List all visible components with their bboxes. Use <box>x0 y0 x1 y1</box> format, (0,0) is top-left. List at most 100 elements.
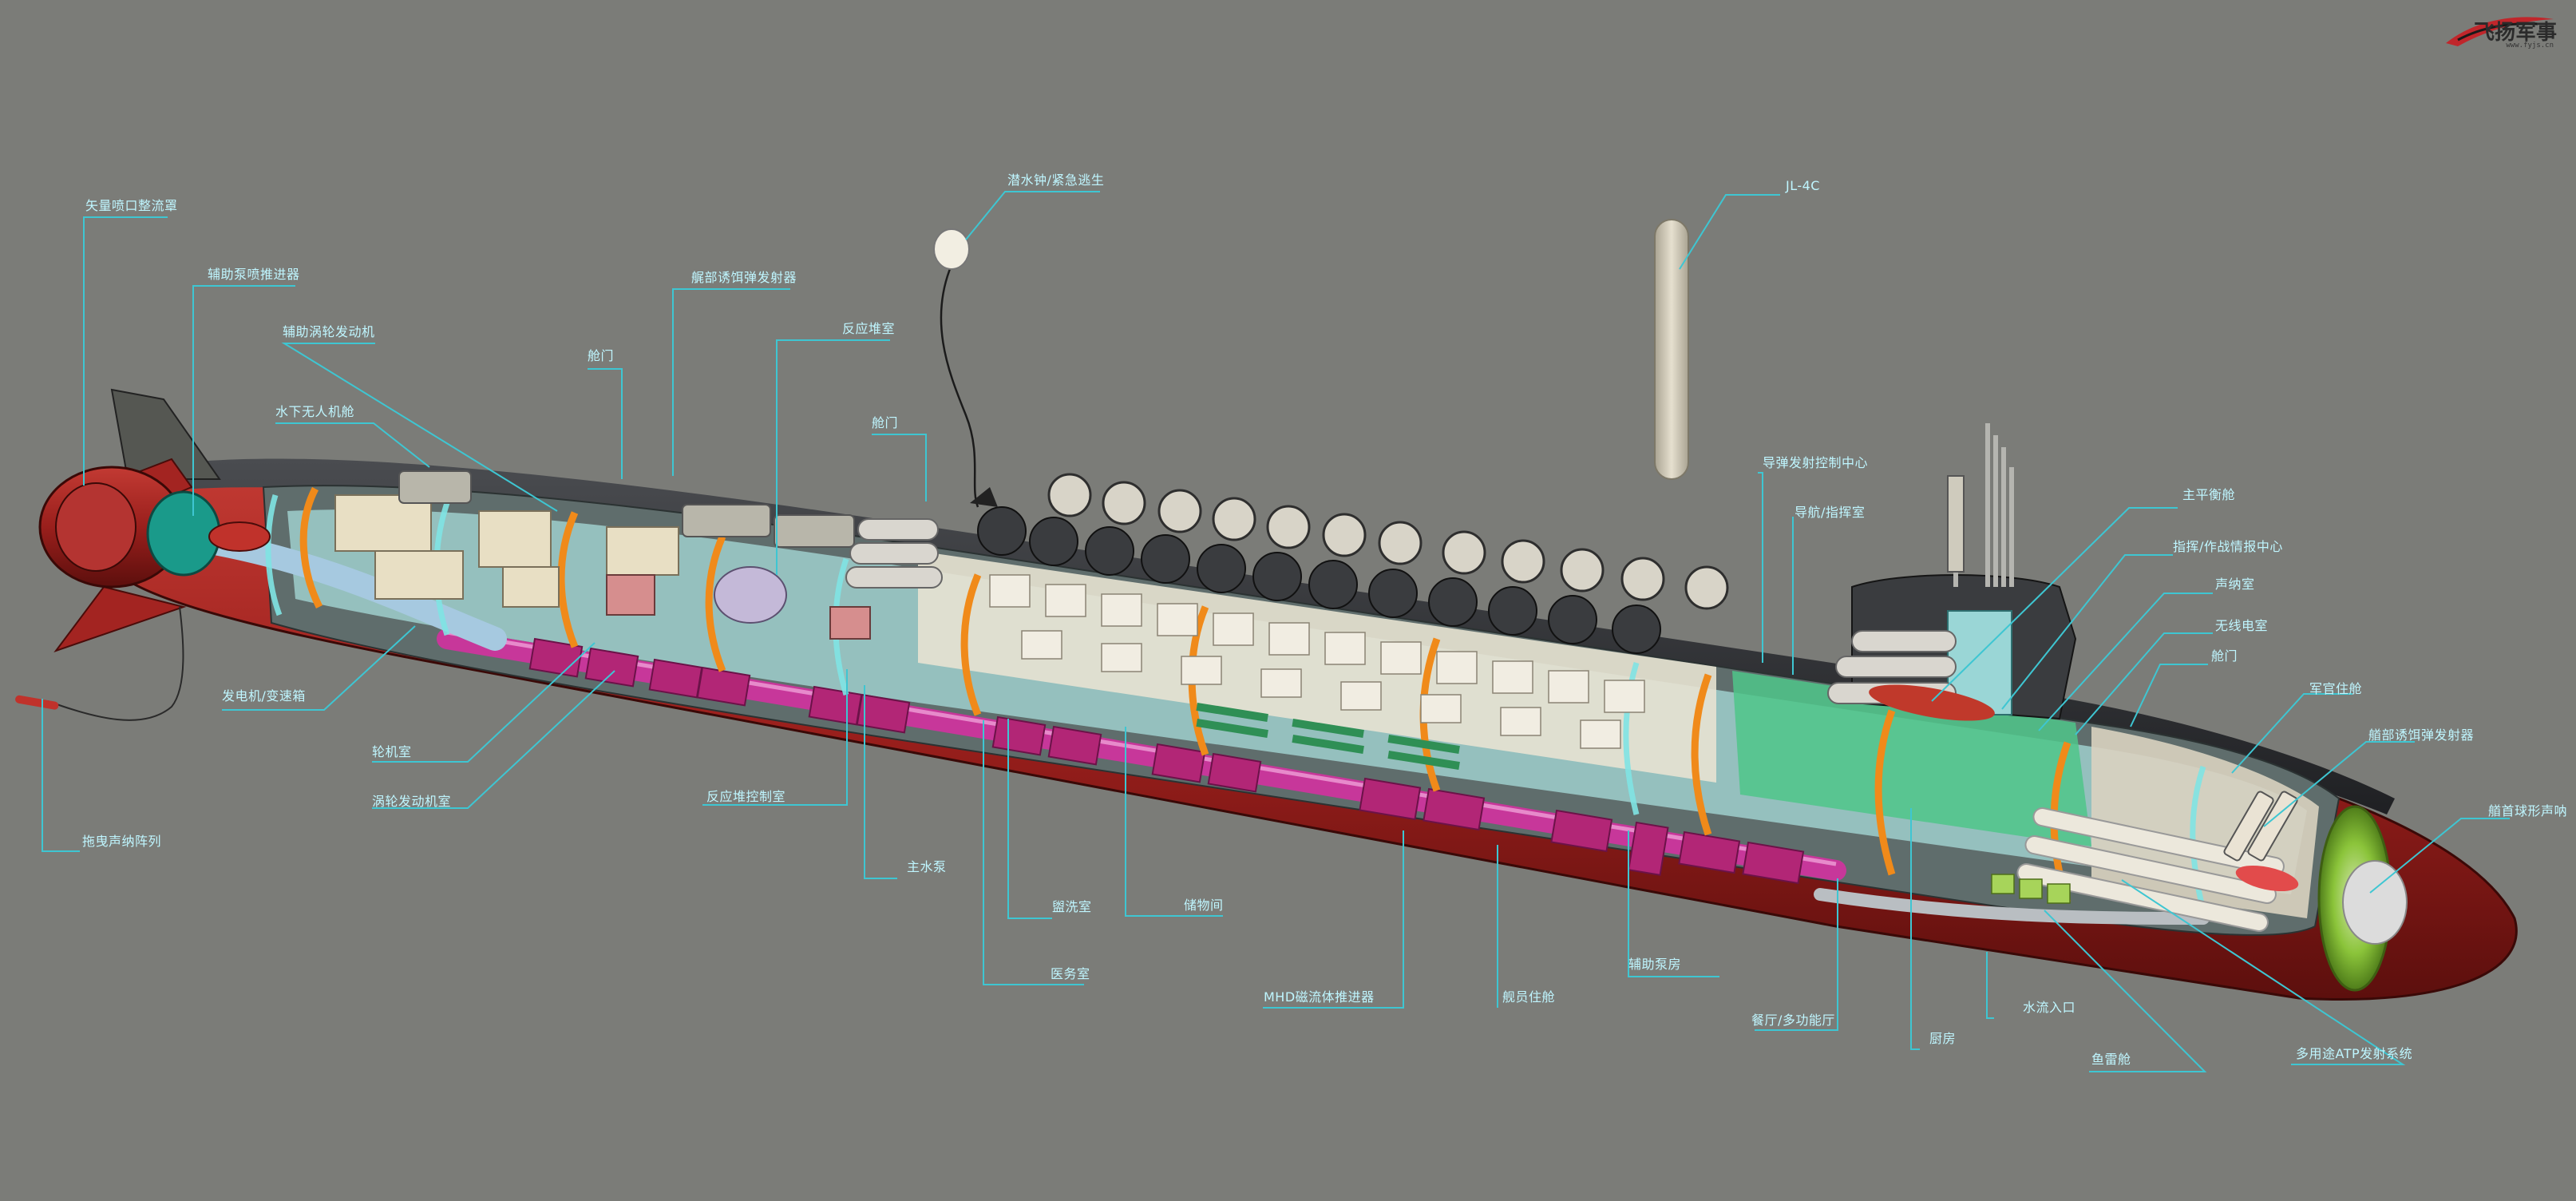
green-racks-part <box>1387 734 1460 754</box>
orange-frames-part <box>960 573 982 716</box>
torpedo-tubes-part <box>2032 807 2285 877</box>
missile-tube-hatches-part <box>1252 552 1302 601</box>
label-l28: 医务室 <box>1051 966 1090 981</box>
l6-leader <box>588 368 623 479</box>
l3-leader <box>281 343 558 512</box>
reactor-compartment <box>606 574 871 640</box>
l16-leader <box>2075 632 2213 735</box>
bow-sonar-core <box>2342 860 2408 945</box>
crew-berths-part <box>1045 584 1086 617</box>
l25-leader <box>702 669 848 806</box>
mhd-blocks-part <box>1742 841 1805 885</box>
missile-tube-hatches-part <box>1308 560 1358 609</box>
crew-berths-part <box>1260 668 1302 698</box>
reactor-tanks-part <box>849 542 939 565</box>
reactor-compartment-part <box>829 606 871 640</box>
engine-equipment <box>334 494 679 608</box>
orange-frames-part <box>1691 673 1712 836</box>
l10-leader <box>1679 194 1780 270</box>
crew-berths-part <box>1101 643 1142 672</box>
crew-berths-part <box>1580 719 1621 749</box>
mhd-blocks-part <box>1423 787 1486 831</box>
crew-berths-part <box>1548 670 1589 704</box>
crew-berths-part <box>989 574 1031 608</box>
label-l19: 艏部诱饵弹发射器 <box>2368 727 2475 743</box>
mhd-blocks-part <box>1627 821 1669 876</box>
label-l31: 舰员住舱 <box>1502 989 1556 1005</box>
reactor-tanks-part <box>857 518 939 541</box>
l28-leader <box>983 720 1084 985</box>
green-racks-part <box>1292 735 1364 754</box>
missile-tube-caps-part <box>1212 497 1256 541</box>
crew-berths-part <box>1101 593 1142 627</box>
label-l10: JL-4C <box>1786 178 1820 193</box>
label-l27: 盥洗室 <box>1052 899 1092 914</box>
label-l12: 导航/指挥室 <box>1794 505 1866 520</box>
label-l1: 矢量喷口整流罩 <box>85 198 178 213</box>
label-l17: 舱门 <box>2211 648 2238 664</box>
label-l37: 多用途ATP发射系统 <box>2296 1046 2413 1061</box>
missile-tube-hatches-part <box>977 506 1027 556</box>
ballast-cylinders-part <box>1835 656 1957 678</box>
missile-tube-caps-part <box>1047 473 1092 517</box>
label-l26: 主水泵 <box>907 859 947 874</box>
engine-cylinders-part <box>774 514 855 548</box>
l2-leader <box>192 285 295 516</box>
crew-berths-part <box>1604 680 1645 713</box>
l19-leader <box>2263 741 2415 827</box>
l11-leader <box>1758 472 1763 663</box>
orange-frames-part <box>705 535 726 672</box>
missile-tube-caps-part <box>1322 513 1367 557</box>
leader-lines <box>42 191 2510 1072</box>
l34-leader <box>1910 808 1920 1050</box>
label-l4: 水下无人机舱 <box>275 404 355 419</box>
red-hatch <box>1869 684 1995 721</box>
l29-leader <box>1125 727 1223 917</box>
towed-array-body <box>15 695 59 710</box>
label-l8: 舱门 <box>872 415 899 430</box>
torpedo-green-stack-part <box>2019 878 2043 899</box>
green-racks-part <box>1196 719 1268 738</box>
label-l20: 艏首球形声呐 <box>2488 803 2568 819</box>
crew-berths-part <box>1021 630 1062 660</box>
label-l36: 鱼雷舱 <box>2091 1052 2131 1067</box>
l32-leader <box>1628 830 1719 977</box>
crew-berths-part <box>1500 707 1541 736</box>
torpedo-tubes <box>2016 807 2285 933</box>
missile-tube-caps-part <box>1102 481 1146 525</box>
missile-tube-caps-part <box>1501 539 1545 584</box>
periscope-masts <box>1953 423 2014 587</box>
crew-berths-part <box>1268 622 1310 656</box>
missile-tube-hatches-part <box>1141 534 1190 584</box>
label-l2: 辅助泵喷推进器 <box>208 267 300 282</box>
watermark-swoosh-icon <box>2446 17 2554 46</box>
watermark-text: 飞扬军事 <box>2473 21 2557 45</box>
reactor-tanks <box>845 518 943 589</box>
green-racks-part <box>1292 718 1364 738</box>
label-l24: 拖曳声纳阵列 <box>82 834 162 849</box>
green-racks <box>1196 703 1460 770</box>
jl4c-missile <box>1654 219 1689 480</box>
teal-bulkheads-part <box>2190 765 2206 911</box>
ballast-cylinders-part <box>1851 630 1957 652</box>
missile-tube-hatches-part <box>1197 544 1246 593</box>
l21-leader <box>222 625 416 711</box>
label-l15: 声纳室 <box>2215 577 2255 592</box>
escape-bell <box>933 228 970 270</box>
missile-tube-caps-part <box>1266 505 1311 549</box>
l24-leader <box>42 699 80 852</box>
l5-leader <box>672 288 790 476</box>
snorkel <box>1947 475 1965 573</box>
label-l18: 军官住舱 <box>2309 681 2363 696</box>
crew-berths-part <box>1380 641 1422 675</box>
mhd-blocks-part <box>1678 830 1741 874</box>
label-l7: 反应堆室 <box>842 321 896 336</box>
mhd-blocks-part <box>1047 725 1102 766</box>
mhd-blocks-part <box>584 647 639 688</box>
crew-berths-part <box>1324 632 1366 665</box>
engine-cylinders <box>398 470 855 548</box>
mhd-blocks-part <box>1550 809 1613 853</box>
l17-leader <box>2130 664 2208 727</box>
label-l3: 辅助涡轮发动机 <box>283 324 375 339</box>
torpedo-green-stack <box>1991 874 2071 904</box>
